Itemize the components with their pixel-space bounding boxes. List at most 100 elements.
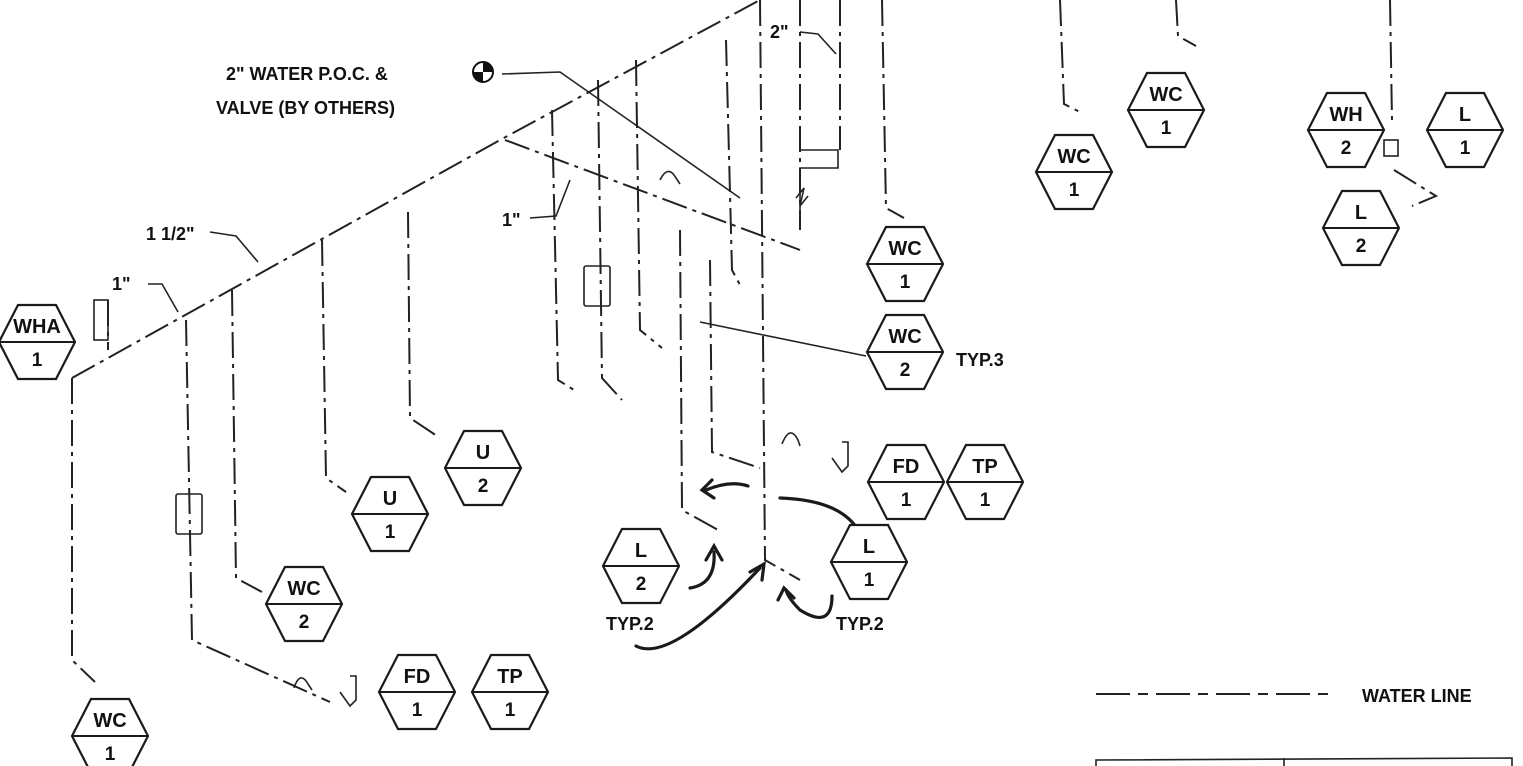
drain-fitting-left: [339, 675, 357, 708]
fixture-tag-wc-1-mid: WC 1: [865, 225, 945, 303]
branch-d-mid: [725, 39, 741, 286]
typ3-label: TYP.3: [956, 350, 1004, 370]
legend-table-border: [1095, 757, 1513, 766]
size-1in-mid: 1": [502, 210, 521, 230]
arrow-head-upper-left: [699, 478, 716, 500]
fixture-code: U: [476, 442, 490, 464]
branch-wh-right: [1389, 0, 1393, 121]
fixture-number: 1: [980, 490, 991, 511]
fixture-number: 1: [385, 522, 396, 543]
arrow-head-l1-return: [776, 585, 796, 602]
fixture-code: L: [635, 540, 647, 562]
fixture-number: 1: [412, 700, 423, 721]
branch-f-mid: [709, 259, 761, 469]
fixture-code: L: [1355, 202, 1367, 224]
fixture-number: 2: [299, 612, 310, 633]
size-2in-leader: [799, 31, 837, 55]
fixture-tag-u-2: U2: [443, 429, 523, 507]
break-mark: [795, 187, 809, 207]
valve-box-wh: [1383, 139, 1399, 157]
fixture-code: WC: [1149, 84, 1182, 106]
fixture-number: 1: [901, 490, 912, 511]
branch-e-mid: [759, 0, 801, 581]
fixture-tag-u-1: U1: [350, 475, 430, 553]
poc-label-line2: VALVE (BY OTHERS): [216, 98, 395, 118]
fixture-number: 1: [505, 700, 516, 721]
branch-wc-upper-b: [1175, 0, 1197, 47]
fixture-code: WC: [287, 578, 320, 600]
main-water-line: [71, 0, 761, 379]
branch-l-right: [1393, 169, 1439, 207]
fixture-tag-l-1-mid: L1: [829, 523, 909, 601]
fixture-tags: WHA1WC1WC2U1U2FD1TP1L2L1FD1TP1WC1WC2WC1W…: [0, 71, 1505, 766]
fixture-code: FD: [404, 666, 431, 688]
fixture-number: 1: [1161, 118, 1172, 139]
fixture-tag-tp-1-mid: TP 1: [945, 443, 1025, 521]
annotations: 2" WATER P.O.C. & VALVE (BY OTHERS) 2" 1…: [112, 22, 1004, 634]
branch-c-mid: [679, 229, 719, 531]
fixture-tag-wc-bottom-left: WC 1: [70, 697, 150, 766]
drain-fitting-mid: [831, 441, 849, 474]
fixture-code: WC: [888, 238, 921, 260]
fixture-number: 1: [1460, 138, 1471, 159]
leader-lines: [93, 31, 1399, 708]
arrow-l2-up: [688, 550, 716, 590]
fixture-number: 2: [478, 476, 489, 497]
branch-wc-2-left: [231, 289, 263, 593]
fixture-tag-wh-2: WH 2: [1306, 91, 1386, 169]
poc-valve-symbol: [472, 61, 494, 83]
fixture-code: TP: [497, 666, 523, 688]
arrow-to-upper-left: [704, 482, 750, 492]
fixture-tag-l-2-mid: L2: [601, 527, 681, 605]
cleanout-box-left: [175, 493, 203, 535]
fixture-number: 1: [105, 744, 116, 765]
fixture-code: U: [383, 488, 397, 510]
fixture-tag-l-1-right: L1: [1425, 91, 1505, 169]
fixture-code: FD: [893, 456, 920, 478]
fixture-tag-l-2-right: L2: [1321, 189, 1401, 267]
arrow-l1-curve: [778, 496, 860, 532]
arrow-head-long-curve: [748, 561, 766, 582]
branch-wc-bottom-left: [71, 378, 96, 683]
arrow-l1-return: [784, 588, 834, 619]
fixture-code: L: [863, 536, 875, 558]
branch-wc-upper-1: [881, 0, 905, 219]
arrow-long-curve: [634, 566, 762, 651]
size-1-5in-leader: [209, 231, 259, 263]
fixture-tag-fd-1-mid: FD 1: [866, 443, 946, 521]
fixture-number: 1: [32, 350, 43, 371]
fixture-number: 1: [1069, 180, 1080, 201]
fixture-tag-wc-1-upper-a: WC1: [1034, 133, 1114, 211]
branch-u-2: [407, 211, 441, 439]
fixture-tag-fd-1-left: FD 1: [377, 653, 457, 731]
fixture-code: WC: [93, 710, 126, 732]
secondary-diagonal: [504, 139, 801, 251]
size-1in-left: 1": [112, 274, 131, 294]
branch-wc-upper-a: [1059, 0, 1081, 113]
fixture-code: WC: [888, 326, 921, 348]
trap-symbol-mid: [781, 432, 801, 447]
fixture-number: 2: [1341, 138, 1352, 159]
trap-symbol-top: [659, 170, 681, 185]
typ3-leader: [699, 321, 867, 357]
legend: WATER LINE: [1095, 686, 1513, 766]
fixture-code: WH: [1329, 104, 1362, 126]
branch-a-mid: [597, 79, 623, 401]
arrow-head-l2-up: [704, 542, 724, 562]
size-1in-left-leader: [148, 283, 179, 313]
fixture-number: 1: [864, 570, 875, 591]
handwritten-arrows: [634, 478, 860, 651]
legend-water-line-label: WATER LINE: [1362, 686, 1472, 706]
branch-fd-left: [185, 319, 331, 703]
fixture-number: 1: [900, 272, 911, 293]
fixture-number: 2: [900, 360, 911, 381]
size-1in-mid-leader: [529, 179, 571, 219]
fixture-code: TP: [972, 456, 998, 478]
trap-symbol-left: [293, 677, 313, 691]
cleanout-box-mid: [583, 265, 611, 307]
valve-box-wha: [93, 299, 109, 341]
size-1-5in: 1 1/2": [146, 224, 195, 244]
poc-label-line1: 2" WATER P.O.C. &: [226, 64, 388, 84]
